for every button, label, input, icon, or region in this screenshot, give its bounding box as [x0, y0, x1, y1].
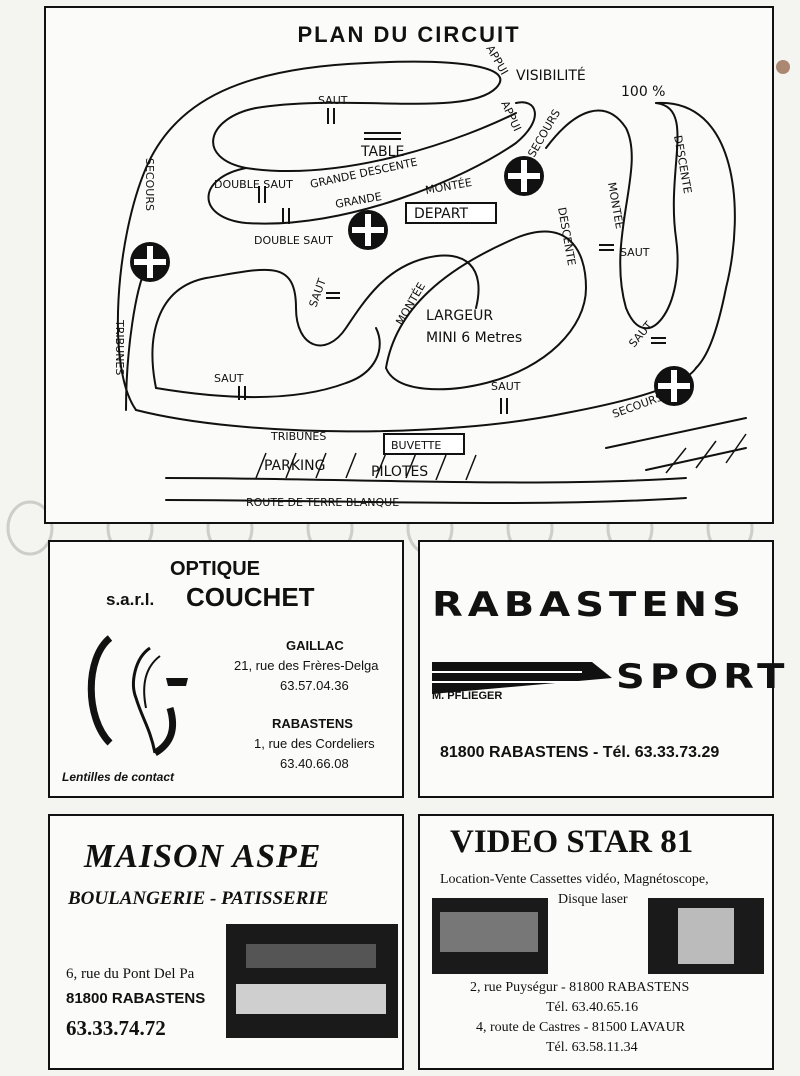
montee-label-1: MONTÉE	[424, 176, 473, 197]
aspe-tel: 63.33.74.72	[66, 1016, 166, 1040]
video-name: VIDEO STAR 81	[450, 824, 694, 860]
buvette-sign	[383, 433, 465, 455]
circuit-map-panel: PLAN DU CIRCUIT	[44, 6, 774, 524]
largeur-label: LARGEUR	[426, 308, 493, 324]
route-label: ROUTE DE TERRE BLANQUE	[246, 496, 399, 509]
double-saut-label-2: DOUBLE SAUT	[254, 234, 333, 247]
speed-stripes	[432, 662, 612, 694]
maison-aspe-ad: MAISON ASPE BOULANGERIE - PATISSERIE 6, …	[48, 814, 404, 1070]
road-line-4	[645, 447, 747, 471]
optique-sarl: s.a.r.l.	[106, 590, 155, 609]
parking-label: PARKING	[264, 458, 325, 474]
grande-label: GRANDE	[334, 190, 382, 211]
optique-addr-2: 1, rue des Cordeliers	[254, 736, 375, 751]
face-glasses-logo	[87, 635, 188, 757]
buvette-label: BUVETTE	[391, 439, 441, 452]
aspe-city: 81800 RABASTENS	[66, 990, 206, 1007]
secours-marker-left	[130, 242, 170, 282]
shop-photo-2	[648, 898, 764, 974]
track-right-loop	[545, 102, 679, 330]
track-far-right	[655, 101, 736, 369]
pilotes-label: PILOTES	[371, 464, 428, 480]
shop-photo-1	[432, 898, 548, 974]
grande-descente-label: GRANDE DESCENTE	[309, 155, 419, 190]
track-outer	[116, 60, 517, 411]
saut-label-right-2: SAUT	[626, 319, 655, 350]
depart-label: DEPART	[414, 206, 468, 222]
mini-label: MINI 6 Metres	[426, 330, 522, 346]
road-line-5	[125, 267, 147, 411]
video-star-ad: VIDEO STAR 81 Location-Vente Cassettes v…	[418, 814, 774, 1070]
optique-tel-2: 63.40.66.08	[280, 756, 349, 771]
tribunes-label-2: TRIBUNES	[270, 430, 326, 443]
rabsport-owner: M. PFLIEGER	[432, 690, 503, 702]
saut-label-mid: SAUT	[307, 277, 329, 309]
montee-label-3: MONTÉE	[393, 280, 428, 327]
optique-addr-1: 21, rue des Frères-Delga	[234, 658, 379, 673]
descente-label-2: DESCENTE	[555, 206, 578, 266]
depart-sign	[405, 202, 497, 224]
aspe-subtitle: BOULANGERIE - PATISSERIE	[68, 888, 329, 909]
secours-marker-bottom-right	[654, 366, 694, 406]
optique-title: OPTIQUE	[170, 558, 261, 580]
montee-label-2: MONTÉE	[605, 181, 626, 230]
track-left-inner	[155, 327, 381, 399]
saut-label-top: SAUT	[318, 94, 348, 107]
optique-city-2: RABASTENS	[272, 716, 353, 731]
table-label: TABLE	[360, 144, 404, 160]
saut-label-bottom: SAUT	[491, 380, 521, 393]
rabastens-sport-ad: RABASTENS SPORT M. PFLIEGER 81800 RABAST…	[418, 540, 784, 798]
percent-label: 100 %	[621, 84, 665, 100]
aspe-addr: 6, rue du Pont Del Pa	[66, 966, 195, 982]
circuit-map: VISIBILITÉ 100 % APPUI APPUI SAUT TABLE …	[113, 43, 747, 509]
secours-marker-center	[348, 210, 388, 250]
jump-markers	[238, 108, 666, 414]
video-line-1: Location-Vente Cassettes vidéo, Magnétos…	[440, 872, 709, 887]
secours-label-3: SECOURS	[611, 390, 665, 420]
bakery-photo	[226, 924, 398, 1038]
track-center-inner	[385, 230, 588, 391]
road-line-3	[605, 417, 747, 449]
map-title: PLAN DU CIRCUIT	[297, 22, 521, 47]
road-line-1	[165, 477, 687, 484]
visibilite-label: VISIBILITÉ	[516, 67, 586, 84]
optique-name: COUCHET	[186, 582, 315, 612]
secours-label-1: SECOURS	[143, 158, 156, 211]
appui-label-2: APPUI	[498, 99, 523, 134]
hatch-area	[255, 433, 747, 481]
rabsport-brand-2: SPORT	[616, 657, 790, 697]
optique-tagline: Lentilles de contact	[62, 770, 175, 784]
video-addr-2: 4, route de Castres - 81500 LAVAUR	[476, 1020, 686, 1035]
track-secondary	[151, 254, 480, 389]
rabsport-brand-1: RABASTENS	[432, 585, 746, 625]
appui-label-1: APPUI	[483, 43, 510, 77]
optique-city-1: GAILLAC	[286, 638, 344, 653]
video-tel-2: Tél. 63.58.11.34	[546, 1040, 638, 1055]
secours-marker-right	[504, 156, 544, 196]
rabsport-footer: 81800 RABASTENS - Tél. 63.33.73.29	[440, 744, 720, 761]
saut-label-right-1: SAUT	[620, 246, 650, 259]
tribunes-label-1: TRIBUNES	[113, 319, 126, 375]
saut-label-bottom-left: SAUT	[214, 372, 244, 385]
track-inner-loop	[207, 101, 536, 225]
aspe-name: MAISON ASPE	[84, 838, 322, 875]
optique-couchet-ad: OPTIQUE s.a.r.l. COUCHET GAILLAC 21, rue…	[48, 540, 404, 798]
optique-tel-1: 63.57.04.36	[280, 678, 349, 693]
road-line-2	[165, 497, 687, 505]
video-tel-1: Tél. 63.40.65.16	[546, 1000, 639, 1015]
double-saut-label-1: DOUBLE SAUT	[214, 178, 293, 191]
video-line-2: Disque laser	[558, 892, 628, 907]
paper-stain	[776, 60, 790, 74]
video-addr-1: 2, rue Puységur - 81800 RABASTENS	[470, 980, 690, 995]
